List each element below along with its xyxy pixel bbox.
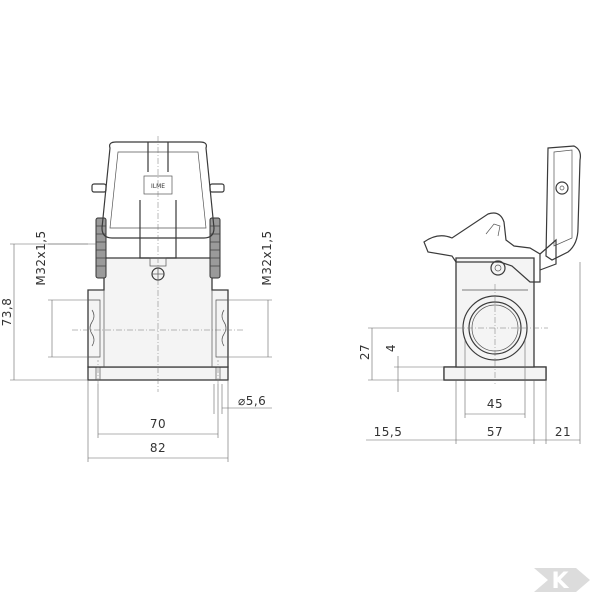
dim-right-offset: 21: [555, 425, 571, 439]
side-view: 27 4 45 15,5 57 21: [358, 145, 581, 444]
dim-thread-right: M32x1,5: [260, 230, 274, 285]
dim-base-length: 57: [487, 425, 503, 439]
lever-pin-left: [91, 183, 107, 193]
side-lid: [545, 145, 581, 261]
dim-base-thickness: 4: [384, 344, 398, 352]
side-pivot: [490, 260, 506, 276]
side-hood: [423, 212, 541, 283]
dim-thread-left: M32x1,5: [34, 230, 48, 285]
locking-lever: [101, 141, 215, 239]
latch-marking: ILME: [151, 183, 165, 190]
logo-arrow-shape: [534, 568, 590, 592]
dim-left-offset: 15,5: [374, 425, 403, 439]
front-cable-entry-right: [215, 299, 228, 358]
dim-height: 73,8: [0, 298, 14, 327]
dim-overall-width: 82: [150, 441, 166, 455]
logo-letter: K: [551, 569, 569, 594]
lid-hinge: [555, 181, 569, 195]
side-knob-right: [209, 217, 221, 279]
side-knob-left: [95, 217, 107, 279]
front-cable-entry-left: [88, 299, 101, 358]
front-view: ILME 73,8 M32x1,5 M32x1,5: [0, 136, 274, 462]
dim-bore: 45: [487, 397, 503, 411]
dim-hole-diameter: ⌀5,6: [238, 394, 266, 408]
lever-pin-right: [209, 183, 225, 193]
dim-base-height: 27: [358, 344, 372, 360]
watermark-logo: K: [534, 568, 590, 594]
dim-hole-spacing: 70: [150, 417, 166, 431]
